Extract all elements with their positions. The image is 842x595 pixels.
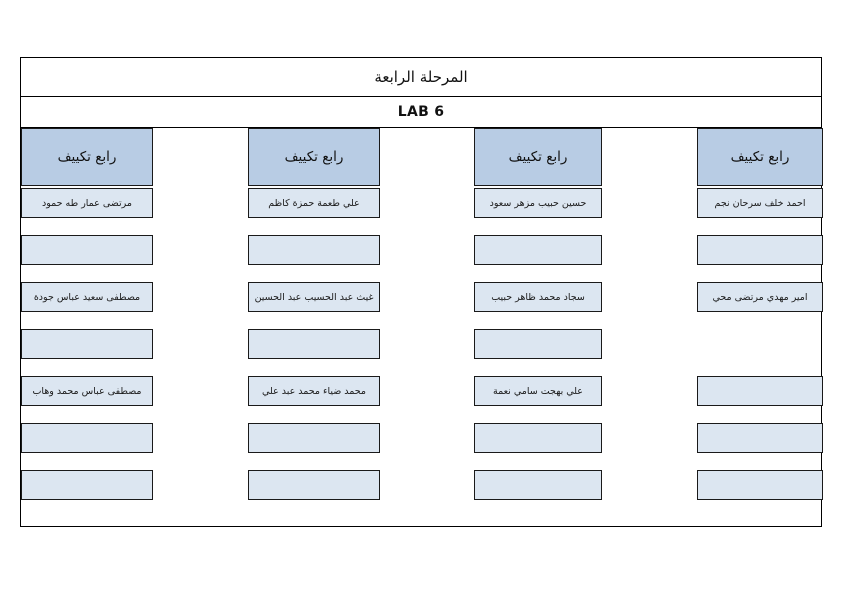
name-text: احمد خلف سرحان نجم	[714, 197, 806, 209]
column-2: رابع تكييف علي طعمة حمزة كاظم غيث عبد ال…	[248, 128, 380, 517]
name-text: مصطفى عباس محمد وهاب	[32, 385, 142, 397]
columns-grid: رابع تكييف مرتضى عمار طه حمود مصطفى سعيد…	[21, 128, 823, 527]
name-cell[interactable]: مصطفى سعيد عباس جودة	[21, 282, 153, 312]
column-1: رابع تكييف مرتضى عمار طه حمود مصطفى سعيد…	[21, 128, 153, 517]
name-text: مرتضى عمار طه حمود	[42, 197, 132, 209]
column-4: رابع تكييف احمد خلف سرحان نجم امير مهدي …	[697, 128, 823, 517]
name-cell[interactable]: مرتضى عمار طه حمود	[21, 188, 153, 218]
name-cell[interactable]: مصطفى عباس محمد وهاب	[21, 376, 153, 406]
name-cell[interactable]	[248, 470, 380, 500]
column-header-2: رابع تكييف	[248, 128, 380, 186]
column-3: رابع تكييف حسين حبيب مزهر سعود سجاد محمد…	[474, 128, 602, 517]
name-cell[interactable]: علي طعمة حمزة كاظم	[248, 188, 380, 218]
name-cell[interactable]: غيث عبد الحسيب عبد الحسين	[248, 282, 380, 312]
column-header-label: رابع تكييف	[508, 149, 568, 165]
name-text: سجاد محمد ظاهر حبيب	[491, 291, 585, 303]
name-cell[interactable]: احمد خلف سرحان نجم	[697, 188, 823, 218]
name-cell[interactable]: سجاد محمد ظاهر حبيب	[474, 282, 602, 312]
column-header-label: رابع تكييف	[730, 149, 790, 165]
name-text: غيث عبد الحسيب عبد الحسين	[254, 291, 374, 303]
name-cell[interactable]	[248, 423, 380, 453]
name-cell[interactable]	[474, 329, 602, 359]
name-cell[interactable]	[21, 235, 153, 265]
name-cell[interactable]: حسين حبيب مزهر سعود	[474, 188, 602, 218]
schedule-sheet: المرحلة الرابعة LAB 6 رابع تكييف مرتضى ع…	[20, 57, 823, 527]
column-header-1: رابع تكييف	[21, 128, 153, 186]
name-cell[interactable]	[248, 329, 380, 359]
name-cell[interactable]: امير مهدي مرتضى محي	[697, 282, 823, 312]
name-cell[interactable]: محمد ضياء محمد عبد علي	[248, 376, 380, 406]
name-text: علي طعمة حمزة كاظم	[268, 197, 360, 209]
sheet-lab-row: LAB 6	[21, 97, 821, 128]
column-header-label: رابع تكييف	[284, 149, 344, 165]
name-text: علي بهجت سامي نعمة	[493, 385, 583, 397]
name-cell[interactable]	[474, 470, 602, 500]
page-title: المرحلة الرابعة	[374, 68, 468, 86]
name-cell[interactable]	[21, 329, 153, 359]
name-cell[interactable]	[474, 235, 602, 265]
name-cell[interactable]	[21, 423, 153, 453]
name-cell[interactable]	[474, 423, 602, 453]
name-cell[interactable]	[697, 235, 823, 265]
lab-label: LAB 6	[397, 104, 445, 120]
name-cell[interactable]	[697, 376, 823, 406]
column-header-4: رابع تكييف	[697, 128, 823, 186]
name-cell[interactable]	[697, 423, 823, 453]
name-text: امير مهدي مرتضى محي	[712, 291, 808, 303]
name-cell[interactable]	[697, 470, 823, 500]
missing-cell-slot	[697, 329, 823, 359]
name-cell[interactable]	[248, 235, 380, 265]
name-text: محمد ضياء محمد عبد علي	[261, 385, 367, 397]
name-cell[interactable]: علي بهجت سامي نعمة	[474, 376, 602, 406]
column-header-3: رابع تكييف	[474, 128, 602, 186]
name-text: حسين حبيب مزهر سعود	[489, 197, 587, 209]
name-text: مصطفى سعيد عباس جودة	[33, 291, 141, 303]
column-header-label: رابع تكييف	[57, 149, 117, 165]
name-cell[interactable]	[21, 470, 153, 500]
sheet-title-row: المرحلة الرابعة	[21, 58, 821, 97]
